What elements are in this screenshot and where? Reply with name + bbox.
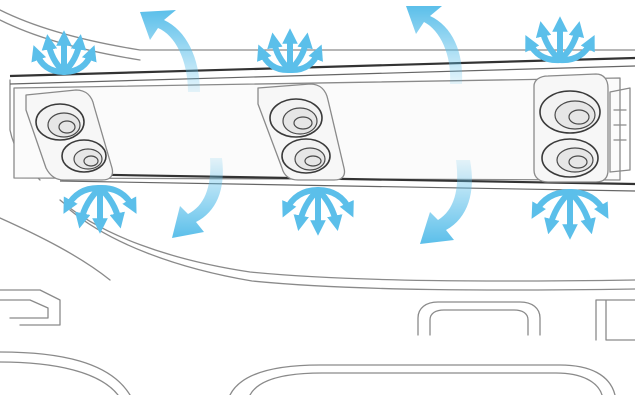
lower-cabin-details — [0, 290, 635, 395]
airflow-fan-left-upper — [36, 38, 92, 72]
airflow-fan-right-upper — [529, 24, 591, 60]
airflow-fan-center-upper — [261, 36, 318, 70]
airflow-fan-right-lower — [535, 192, 604, 232]
vent-nozzle-right-upper — [540, 91, 600, 133]
vent-nozzle-center-upper — [270, 99, 322, 137]
vent-nozzle-left-lower — [62, 140, 106, 172]
vent-nozzle-center-lower — [282, 139, 330, 173]
airflow-fan-center-lower — [286, 190, 350, 228]
vent-nozzle-right-lower — [542, 139, 598, 177]
vent-nozzle-left-upper — [36, 104, 84, 140]
airflow-fan-left-lower — [67, 188, 133, 226]
vent-unit-right — [534, 74, 608, 182]
